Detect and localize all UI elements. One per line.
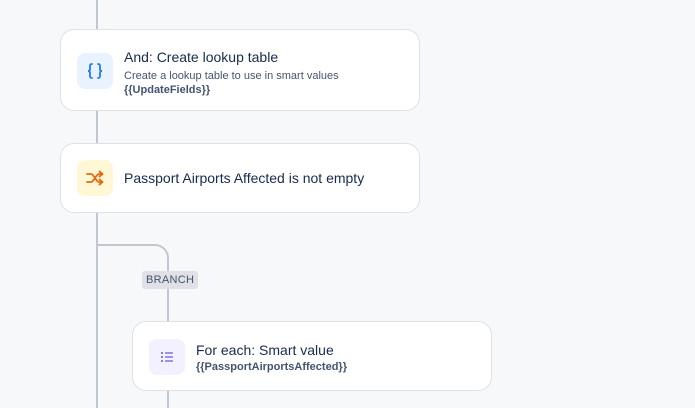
curly-braces-icon bbox=[77, 53, 113, 89]
smart-value: {{UpdateFields}} bbox=[124, 84, 211, 96]
card-title: For each: Smart value bbox=[196, 342, 334, 358]
card-title: And: Create lookup table bbox=[124, 49, 279, 65]
connector-main-bottom bbox=[96, 212, 98, 408]
connector-branch-bottom bbox=[167, 390, 169, 408]
for-each-card[interactable]: For each: Smart value {{PassportAirports… bbox=[132, 321, 492, 391]
card-title: Passport Airports Affected is not empty bbox=[124, 170, 365, 186]
condition-card[interactable]: Passport Airports Affected is not empty bbox=[60, 143, 420, 213]
connector-branch-down bbox=[167, 284, 169, 322]
smart-value: {{PassportAirportsAffected}} bbox=[196, 361, 347, 373]
connector-main-middle bbox=[96, 110, 98, 144]
branch-label: BRANCH bbox=[142, 271, 199, 289]
branch-connector-curve bbox=[96, 244, 169, 284]
shuffle-branch-icon bbox=[77, 160, 113, 196]
create-lookup-table-card[interactable]: And: Create lookup table Create a lookup… bbox=[60, 29, 420, 111]
list-icon bbox=[149, 339, 185, 375]
connector-main-top bbox=[96, 0, 98, 30]
card-description: Create a lookup table to use in smart va… bbox=[124, 70, 339, 82]
